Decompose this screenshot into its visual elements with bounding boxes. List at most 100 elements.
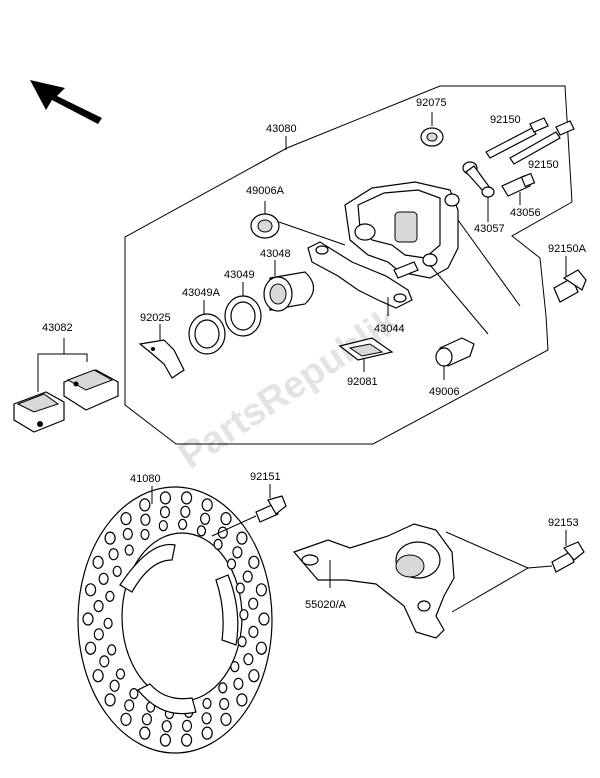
boot-49006a	[250, 201, 280, 239]
disc-vent-hole	[255, 583, 267, 597]
disc-vent-hole	[105, 590, 115, 603]
label-92151: 92151	[250, 471, 281, 483]
label-92081: 92081	[347, 376, 378, 388]
boot-49006	[435, 337, 475, 367]
disc-vent-hole	[196, 525, 206, 537]
disc-vent-hole	[84, 583, 97, 597]
disc-vent-hole	[255, 641, 267, 655]
disc-vent-hole	[201, 712, 212, 725]
disc-vent-hole	[181, 719, 193, 733]
label-43044: 43044	[374, 323, 405, 335]
disc-vent-hole	[201, 498, 213, 512]
disc-vent-hole	[124, 544, 134, 556]
disc-vent-hole	[178, 518, 188, 531]
disc-vent-hole	[236, 531, 248, 545]
disc-vent-hole	[139, 726, 151, 740]
pin-92150-upper	[485, 117, 549, 159]
disc-vent-hole	[201, 726, 213, 740]
label-43056: 43056	[510, 207, 541, 219]
label-43080: 43080	[266, 123, 297, 135]
disc-vent-hole	[82, 612, 94, 626]
label-43048: 43048	[260, 248, 291, 260]
disc-vent-hole	[233, 677, 244, 690]
bolt-92150a	[553, 269, 587, 303]
caliper-holder-43044	[307, 241, 419, 309]
disc-vent-hole	[180, 505, 191, 518]
disc-vent-hole	[242, 570, 253, 583]
disc-vent-hole	[159, 733, 171, 747]
disc-vent-hole	[129, 687, 139, 700]
disc-vent-hole	[112, 565, 122, 577]
disc-vent-hole	[93, 599, 104, 613]
pad-spring-92081	[338, 337, 394, 361]
label-43049: 43049	[224, 269, 255, 281]
disc-vent-hole	[248, 669, 260, 683]
caliper-bracket-55020	[292, 523, 455, 639]
seal-43049a	[188, 313, 226, 355]
boot-92075	[420, 127, 444, 147]
disc-vent-hole	[158, 520, 168, 532]
disc-vent-hole	[107, 644, 117, 656]
label-43049a: 43049A	[182, 287, 221, 299]
disc-vent-hole	[237, 635, 247, 648]
disc-vent-hole	[141, 713, 152, 726]
disc-vent-hole	[139, 498, 151, 512]
disc-vent-hole	[219, 697, 230, 711]
disc-vent-hole	[140, 528, 150, 541]
label-43082: 43082	[42, 322, 73, 334]
label-55020: 55020/A	[305, 599, 347, 611]
disc-vent-hole	[109, 679, 120, 692]
label-41080: 41080	[130, 473, 161, 485]
disc-vent-hole	[161, 720, 172, 733]
disc-vent-hole	[232, 546, 243, 559]
disc-vent-hole	[258, 612, 270, 626]
pin-92150-lower	[509, 120, 575, 165]
disc-vent-hole	[122, 527, 133, 541]
disc-vent-hole	[213, 538, 223, 551]
bleeder-valve-43056	[501, 172, 536, 197]
disc-vent-hole	[120, 712, 132, 727]
disc-vent-hole	[226, 558, 237, 570]
disc-vent-hole	[239, 609, 249, 621]
disc-vent-hole	[243, 653, 254, 666]
disc-vent-hole	[220, 511, 232, 526]
disc-bolt-92151	[255, 495, 287, 523]
disc-vent-hole	[218, 682, 228, 694]
label-92153: 92153	[548, 517, 579, 529]
disc-vent-hole	[104, 693, 116, 707]
label-92150-lower: 92150	[528, 159, 559, 171]
disc-vent-hole	[103, 617, 113, 629]
label-92075: 92075	[416, 97, 447, 109]
disc-vent-hole	[159, 491, 171, 505]
bracket-bolt-92153	[551, 541, 585, 573]
label-92150-upper: 92150	[490, 114, 521, 126]
disc-vent-hole	[248, 597, 259, 610]
bleeder-link-43057	[462, 161, 495, 198]
disc-vent-hole	[220, 712, 232, 727]
disc-vent-hole	[104, 531, 116, 545]
disc-vent-hole	[84, 641, 97, 655]
caliper-body	[344, 181, 460, 279]
front-direction-arrow-icon	[30, 80, 102, 124]
disc-vent-hole	[248, 625, 259, 639]
brake-pad-rear	[13, 391, 65, 433]
disc-vent-hole	[200, 512, 211, 525]
disc-vent-hole	[99, 655, 110, 668]
disc-vent-hole	[115, 668, 126, 680]
seal-43049	[224, 295, 262, 337]
label-92025: 92025	[140, 312, 171, 324]
disc-vent-hole	[202, 697, 212, 710]
label-49006a: 49006A	[246, 185, 285, 197]
label-92150A: 92150A	[548, 243, 587, 255]
disc-vent-hole	[140, 513, 151, 526]
label-49006: 49006	[429, 386, 460, 398]
disc-vent-hole	[181, 491, 193, 505]
disc-vent-hole	[235, 582, 245, 594]
disc-vent-hole	[93, 628, 104, 641]
disc-vent-hole	[159, 505, 171, 519]
disc-vent-hole	[120, 511, 132, 526]
piston-43048	[263, 271, 315, 312]
disc-vent-hole	[248, 555, 260, 569]
caliper-assembly-outline	[124, 85, 573, 445]
